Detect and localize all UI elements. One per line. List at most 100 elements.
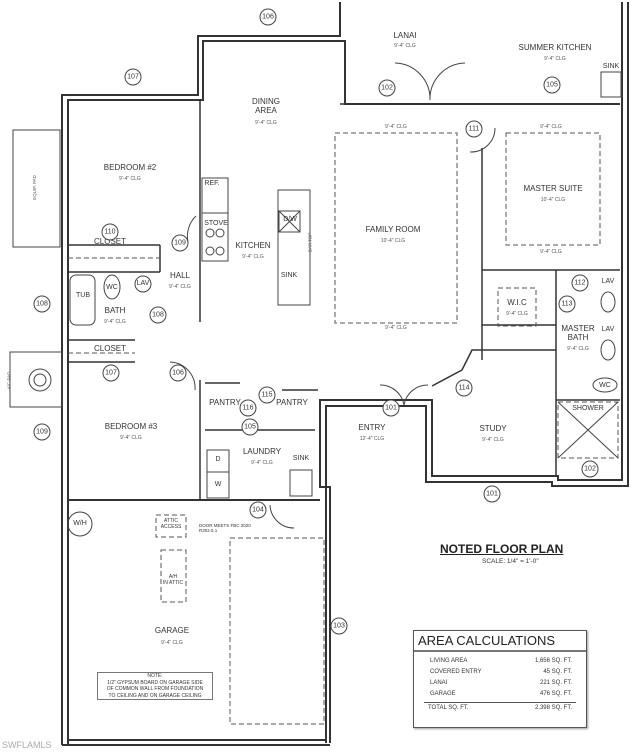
tag: 105: [543, 76, 561, 94]
tag: 108: [33, 295, 51, 313]
bath-lav: LAV: [136, 280, 150, 287]
tag: 110: [101, 223, 119, 241]
room-laundry: LAUNDRY: [242, 447, 282, 456]
master-lav-2: LAV: [601, 326, 615, 333]
tag: 102: [378, 79, 396, 97]
garage-note: NOTE: 1/2" GYPSUM BOARD ON GARAGE SIDE O…: [97, 672, 213, 700]
room-family: FAMILY ROOM: [365, 225, 421, 234]
family-bottom-ceiling: 9'-4" CLG: [385, 325, 407, 331]
tag: 108: [149, 306, 167, 324]
tag: 103: [330, 617, 348, 635]
tag: 109: [171, 234, 189, 252]
family-top-ceiling: 9'-4" CLG: [385, 124, 407, 130]
room-master-bath-ceiling: 9'-4" CLG: [567, 346, 589, 352]
room-lanai-ceiling: 9'-4" CLG: [394, 43, 416, 49]
tag: 106: [259, 8, 277, 26]
tag: 101: [382, 399, 400, 417]
room-study: STUDY: [479, 424, 507, 433]
room-kitchen: KITCHEN: [235, 241, 271, 250]
area-calculations-table: AREA CALCULATIONS LIVING AREA 1,656 SQ. F…: [413, 630, 587, 728]
stove: STOVE: [204, 220, 228, 227]
area-value: 45 SQ. FT.: [543, 669, 572, 675]
area-row: COVERED ENTRY 45 SQ. FT.: [414, 667, 586, 678]
room-bath: BATH: [104, 306, 126, 315]
master-bottom-ceiling: 9'-4" CLG: [540, 249, 562, 255]
dryer: D: [215, 456, 221, 463]
room-dining: DINING AREA: [252, 97, 280, 115]
tag: 116: [239, 399, 257, 417]
tag: 107: [124, 68, 142, 86]
room-family-ceiling: 10'-4" CLG: [380, 238, 406, 244]
area-value: 476 SQ. FT.: [539, 691, 572, 697]
area-total-label: TOTAL SQ. FT.: [428, 705, 469, 711]
area-row: LIVING AREA 1,656 SQ. FT.: [414, 656, 586, 667]
room-closet-2: CLOSET: [93, 237, 127, 246]
laundry-sink: SINK: [292, 455, 310, 462]
area-label: LIVING AREA: [430, 658, 468, 664]
room-entry-ceiling: 12'-4" CLG: [359, 436, 385, 442]
tag: 106: [169, 364, 187, 382]
tag: 102: [581, 460, 599, 478]
tag: 107: [102, 364, 120, 382]
refrigerator: REF.: [204, 180, 220, 187]
watermark: SWFLAMLS: [2, 740, 52, 750]
room-master-bath: MASTER BATH: [561, 324, 595, 342]
plan-title: NOTED FLOOR PLAN: [440, 542, 564, 556]
air-handler: A/H IN ATTIC: [162, 574, 184, 586]
tag: 101: [483, 485, 501, 503]
bathtub: TUB: [76, 292, 90, 299]
room-master-suite-ceiling: 10'-4" CLG: [540, 197, 566, 203]
room-summer-kitchen: SUMMER KITCHEN: [518, 43, 592, 52]
room-pantry-2: PANTRY: [276, 398, 308, 407]
kitchen-sink: SINK: [280, 272, 298, 279]
area-calculations-title: AREA CALCULATIONS: [414, 631, 586, 652]
room-bedroom-2: BEDROOM #2: [103, 163, 157, 172]
area-total-value: 2,398 SQ. FT.: [534, 705, 572, 711]
plan-scale: SCALE: 1/4" = 1'-0": [482, 558, 539, 565]
room-bedroom-3: BEDROOM #3: [104, 422, 158, 431]
room-dining-ceiling: 9'-4" CLG: [255, 120, 277, 126]
bath-wc: WC: [106, 284, 118, 291]
area-row: GARAGE 476 SQ. FT.: [414, 689, 586, 700]
room-summer-kitchen-ceiling: 9'-4" CLG: [544, 56, 566, 62]
room-garage-ceiling: 9'-4" CLG: [161, 640, 183, 646]
shower: SHOWER: [572, 405, 604, 412]
tag: 114: [455, 379, 473, 397]
attic-access: ATTIC ACCESS: [160, 518, 182, 530]
area-label: LANAI: [430, 680, 448, 686]
area-value: 1,656 SQ. FT.: [534, 658, 572, 664]
room-bedroom-2-ceiling: 9'-4" CLG: [119, 176, 141, 182]
equip-pad-label: EQUIP. PAD: [31, 175, 37, 200]
master-wc: WC: [599, 382, 611, 389]
room-hall-ceiling: 9'-4" CLG: [169, 284, 191, 290]
tag: 111: [465, 120, 483, 138]
summer-kitchen-sink: SINK: [602, 63, 620, 70]
room-lanai: LANAI: [393, 31, 417, 40]
room-hall: HALL: [169, 271, 191, 280]
master-top-ceiling: 9'-4" CLG: [540, 124, 562, 130]
area-label: GARAGE: [430, 691, 456, 697]
room-entry: ENTRY: [358, 423, 386, 432]
water-heater: W/H: [73, 520, 87, 527]
area-label: COVERED ENTRY: [430, 669, 482, 675]
tag: 109: [33, 423, 51, 441]
room-bedroom-3-ceiling: 9'-4" CLG: [120, 435, 142, 441]
tag: 105: [241, 418, 259, 436]
tag: 113: [558, 295, 576, 313]
ac-pad-label: A/C PAD: [6, 371, 12, 390]
master-lav-1: LAV: [601, 278, 615, 285]
room-study-ceiling: 9'-4" CLG: [482, 437, 504, 443]
tag: 115: [258, 386, 276, 404]
room-pantry-1: PANTRY: [209, 398, 241, 407]
room-garage: GARAGE: [154, 626, 190, 635]
room-wic: W.I.C: [507, 298, 527, 307]
tag: 104: [249, 501, 267, 519]
room-wic-ceiling: 9'-4" CLG: [506, 311, 528, 317]
room-master-suite: MASTER SUITE: [523, 184, 583, 193]
room-kitchen-ceiling: 9'-4" CLG: [242, 254, 264, 260]
bar-top-label: BAR TOP: [307, 232, 313, 253]
room-bath-ceiling: 9'-4" CLG: [104, 319, 126, 325]
door-code-note: DOOR MEETS FBC 2020 R302.5.1: [199, 523, 251, 533]
